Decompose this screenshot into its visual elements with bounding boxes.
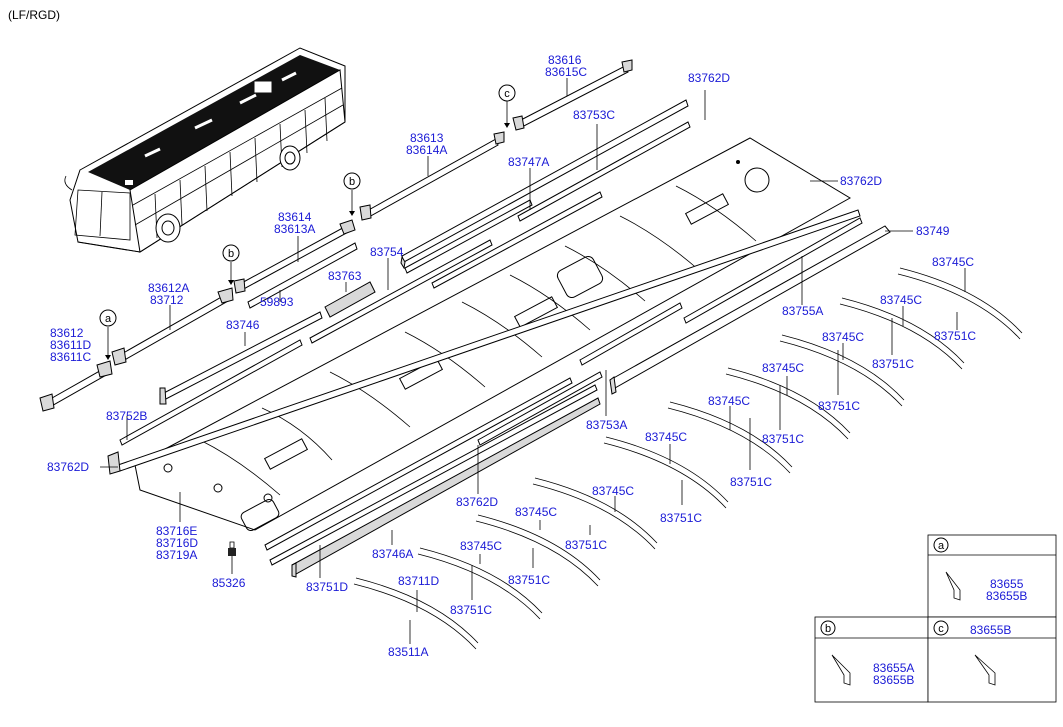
part-label: 83751D [306, 580, 348, 594]
legend-a-part: 83655B [986, 589, 1027, 603]
part-label: 83712 [150, 293, 184, 307]
part-label: 83612A [148, 281, 189, 295]
part-label: 83753C [573, 108, 615, 122]
part-label: 83745C [515, 505, 557, 519]
callout-b-upper: b [349, 176, 355, 188]
part-label: 83745C [592, 484, 634, 498]
roof-panel [134, 137, 851, 532]
strip-83753c [517, 121, 691, 222]
part-label: 83745C [460, 539, 502, 553]
part-label: 83616 [548, 53, 582, 67]
part-label: 83613 [410, 131, 444, 145]
strip-83762d-bottom [264, 377, 573, 551]
legend-a-part: 83655 [990, 577, 1024, 591]
part-label: 83751C [818, 399, 860, 413]
part-label: 83711D [398, 574, 439, 588]
rail-59893 [247, 242, 358, 309]
callout-circles: c b b a [99, 84, 516, 327]
strip-83753a [477, 371, 603, 446]
part-label: 83762D [456, 495, 498, 509]
variant-header: (LF/RGD) [8, 8, 60, 22]
legend-box-c [927, 616, 1057, 703]
part-label: 83751C [508, 573, 550, 587]
bows [353, 267, 1023, 650]
part-label: 59893 [260, 295, 294, 309]
part-label: 83762D [688, 71, 730, 85]
part-label: 83719A [156, 548, 197, 562]
legend-b-circle: b [825, 623, 831, 635]
leader-lines [100, 78, 966, 644]
part-label: 83762D [47, 460, 89, 474]
part-label: 83763 [328, 269, 362, 283]
part-label: 83615C [545, 65, 587, 79]
part-label: 83753A [586, 418, 627, 432]
strip-83746a [269, 384, 598, 566]
part-labels: 83616 83615C 83762D 83613 83614A 83753C … [47, 53, 976, 659]
part-label: 85326 [212, 576, 246, 590]
part-label: 83745C [822, 330, 864, 344]
part-label: 83746 [226, 318, 260, 332]
part-label: 83745C [932, 255, 974, 269]
part-label: 83612 [50, 326, 84, 340]
callout-c: c [504, 88, 510, 100]
legend-b-part: 83655A [873, 661, 914, 675]
strip-83752b [119, 339, 303, 446]
part-label: 83751C [730, 475, 772, 489]
part-label: 83751C [872, 357, 914, 371]
bracket-icon [974, 654, 996, 686]
strip-83747a [404, 199, 533, 274]
part-label: 83745C [880, 293, 922, 307]
callout-b-lower: b [228, 248, 234, 260]
part-label: 83611D [50, 338, 91, 352]
part-label: 83747A [508, 155, 549, 169]
part-label: 83754 [370, 245, 404, 259]
part-label: 83614 [278, 210, 312, 224]
part-label: 83751C [660, 511, 702, 525]
part-label: 83749 [916, 224, 950, 238]
detail-legend: a 83655 83655B b 83655A 83655B c 83655B [814, 534, 1057, 703]
rail-83612 [44, 367, 109, 409]
part-83763 [324, 281, 376, 318]
part-label: 83511A [388, 645, 428, 659]
bus-illustration [64, 47, 346, 253]
part-label: 83751C [934, 329, 976, 343]
legend-a-circle: a [938, 540, 945, 552]
part-label: 83751C [450, 603, 492, 617]
legend-b-part: 83655B [873, 673, 914, 687]
part-label: 83611C [50, 350, 91, 364]
part-label: 83613A [274, 222, 315, 236]
part-label: 83746A [372, 547, 413, 561]
bracket-icon [945, 571, 961, 601]
part-label: 83751C [762, 432, 804, 446]
part-label: 83745C [762, 361, 804, 375]
legend-c-circle: c [938, 623, 944, 635]
part-label: 83751C [565, 538, 607, 552]
part-label: 83716E [156, 524, 197, 538]
legend-c-part: 83655B [970, 623, 1011, 637]
part-label: 83745C [645, 430, 687, 444]
roof-strips [107, 99, 891, 578]
part-label: 83716D [156, 536, 198, 550]
rail-parts [39, 59, 633, 560]
part-label: 83614A [406, 143, 447, 157]
part-label: 83755A [782, 304, 823, 318]
callout-a: a [105, 313, 112, 325]
part-label: 83762D [840, 174, 882, 188]
strip-83755a [683, 217, 863, 324]
part-label: 83745C [708, 394, 750, 408]
bracket-icon [831, 654, 851, 686]
part-label: 83752B [106, 409, 147, 423]
